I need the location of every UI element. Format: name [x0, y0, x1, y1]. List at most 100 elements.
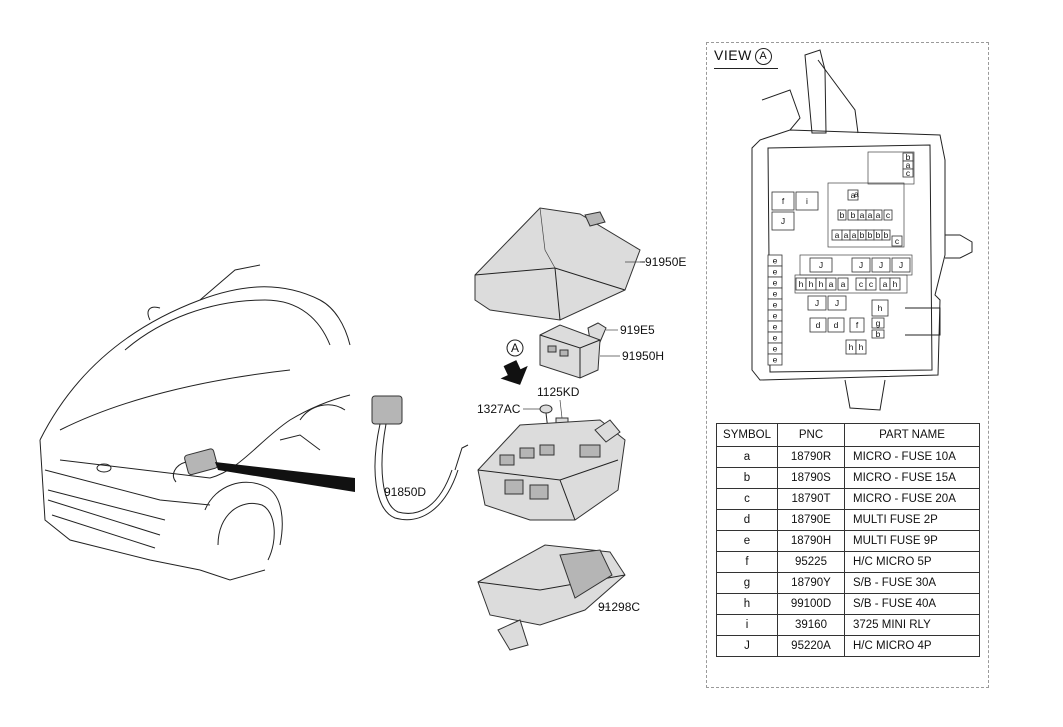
- fuse-cell-label: h: [859, 342, 864, 352]
- fuse-cell-label: a: [841, 279, 846, 289]
- fuse-cell-label: a: [876, 210, 881, 220]
- leader-1125KD: [559, 399, 563, 419]
- fuse-cell-label: h: [893, 279, 898, 289]
- fuse-cell: [847, 189, 859, 201]
- legend-pnc: 18790H: [777, 530, 845, 552]
- legend-part-name: MICRO - FUSE 10A: [844, 446, 980, 468]
- fuse-cell: [881, 229, 891, 241]
- fuse-cell-label: a: [851, 190, 856, 200]
- fuse-cell-label: h: [809, 279, 814, 289]
- fuse-cell-label: J: [815, 298, 819, 308]
- fuse-cell: [873, 209, 883, 221]
- fuse-cell: [809, 257, 833, 273]
- fuse-cell-label: d: [834, 320, 839, 330]
- legend-pnc: 99100D: [777, 593, 845, 615]
- fuse-cell-label: c: [886, 210, 891, 220]
- fuse-cell-label: e: [773, 344, 778, 354]
- fuse-cell-label: e: [773, 311, 778, 321]
- relay-block-91950H: [539, 324, 601, 379]
- fuse-cell-label: a: [883, 279, 888, 289]
- callout-1327AC: 1327AC: [477, 402, 521, 416]
- cable-91850D: [371, 395, 469, 521]
- fuse-group-outline: [827, 182, 905, 248]
- callout-91950H: 91950H: [622, 349, 664, 363]
- view-title-underline: [714, 68, 778, 69]
- fuse-cell-label: e: [773, 289, 778, 299]
- legend-part-name: S/B - FUSE 30A: [844, 572, 980, 594]
- legend-symbol: b: [716, 467, 778, 489]
- fuse-cell-label: c: [906, 168, 911, 178]
- fuse-group-outline: [794, 274, 908, 294]
- fuse-cell-label: e: [773, 300, 778, 310]
- fuse-cell: [871, 257, 891, 273]
- fuse-cell: [891, 235, 903, 247]
- fuse-cell-label: a: [852, 230, 857, 240]
- callout-919E5: 919E5: [620, 323, 655, 337]
- fuse-cell-label: h: [878, 303, 883, 313]
- legend-symbol: d: [716, 509, 778, 531]
- fuse-cell-label: b: [884, 230, 889, 240]
- fuse-cell-label: e: [773, 355, 778, 365]
- fuse-cell-label: b: [868, 230, 873, 240]
- legend-header-row: SYMBOL PNC PART NAME: [716, 423, 980, 447]
- fuse-cell-label: h: [819, 279, 824, 289]
- fuse-cell-label: b: [851, 210, 856, 220]
- view-title-text: VIEW: [714, 47, 752, 63]
- fuse-cell-label: b: [840, 210, 845, 220]
- legend-symbol: i: [716, 614, 778, 636]
- fuse-cell-label: e: [773, 333, 778, 343]
- fuse-cell-label: J: [879, 260, 883, 270]
- legend-symbol: a: [716, 446, 778, 468]
- legend-part-name: MULTI FUSE 9P: [844, 530, 980, 552]
- legend-symbol: J: [716, 635, 778, 657]
- fuse-group-outline: [867, 151, 915, 185]
- fuse-cell: [865, 277, 877, 291]
- fuse-cell: [827, 317, 845, 333]
- legend-header-pnc: PNC: [777, 423, 845, 447]
- fuse-cell-label: b: [876, 230, 881, 240]
- fuse-cell: [827, 295, 847, 311]
- legend-pnc: 18790E: [777, 509, 845, 531]
- fuse-cell-label: a: [844, 230, 849, 240]
- callout-91298C: 91298C: [598, 600, 640, 614]
- fuse-cell-label: i: [806, 196, 808, 206]
- fuse-cell-label: e: [773, 256, 778, 266]
- fuse-cell: [891, 257, 911, 273]
- legend-part-name: H/C MICRO 5P: [844, 551, 980, 573]
- callout-1125KD: 1125KD: [537, 385, 580, 399]
- fuse-cell: [855, 339, 867, 355]
- fuse-cell-label: J: [781, 216, 785, 226]
- legend-pnc: 18790R: [777, 446, 845, 468]
- view-marker-letter: A: [511, 341, 519, 355]
- fuse-cell: [807, 295, 827, 311]
- fuse-cell: [871, 299, 889, 317]
- fuse-cell-label: b: [906, 152, 911, 162]
- legend-part-name: S/B - FUSE 40A: [844, 593, 980, 615]
- fuse-cell: [837, 277, 849, 291]
- fuse-cell: [809, 317, 827, 333]
- fuse-cell: [871, 329, 885, 339]
- fuse-cell: [883, 209, 893, 221]
- fuse-cell-label: a: [829, 279, 834, 289]
- lower-tray-91298C: [477, 544, 626, 651]
- fuse-cell-label: f: [856, 320, 859, 330]
- callout-91950E: 91950E: [645, 255, 686, 269]
- fuse-cell-label: a: [835, 230, 840, 240]
- fuse-box-body: [477, 419, 626, 521]
- legend-pnc: 18790T: [777, 488, 845, 510]
- view-a-marker: A: [500, 339, 528, 385]
- fuse-cell: [795, 191, 819, 211]
- legend-part-name: H/C MICRO 4P: [844, 635, 980, 657]
- fuse-cell: [851, 257, 871, 273]
- fuse-cell-label: e: [773, 267, 778, 277]
- legend-part-name: MICRO - FUSE 20A: [844, 488, 980, 510]
- fuse-cell-label: c: [869, 279, 874, 289]
